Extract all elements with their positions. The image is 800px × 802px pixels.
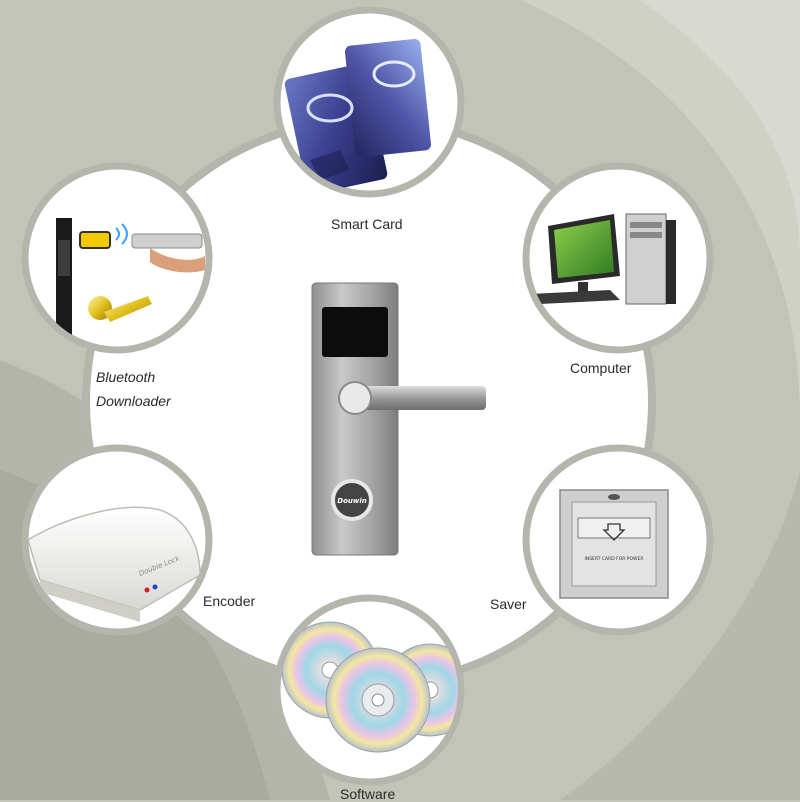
label-bluetooth-line1: Bluetooth xyxy=(96,369,156,385)
saver-icon: INSERT CARD FOR POWER xyxy=(559,489,669,599)
satellite-encoder: Double Lock xyxy=(21,444,213,636)
label-saver: Saver xyxy=(490,596,527,612)
bluetooth-downloader-icon xyxy=(56,218,205,347)
satellite-saver: INSERT CARD FOR POWER xyxy=(522,444,714,636)
satellite-software xyxy=(273,594,465,786)
lock-keyhole-cover xyxy=(331,479,373,521)
label-encoder: Encoder xyxy=(203,593,256,609)
encoder-icon: Double Lock xyxy=(28,506,201,622)
lock-card-reader xyxy=(322,307,388,357)
label-smart-card: Smart Card xyxy=(331,216,403,232)
computer-icon xyxy=(530,213,676,305)
lock-brand: Douwin xyxy=(337,497,366,505)
door-lock: Douwin xyxy=(311,282,486,556)
software-disc-icon xyxy=(281,621,458,753)
satellite-bluetooth-downloader xyxy=(21,162,213,354)
label-software: Software xyxy=(340,786,396,802)
satellite-smart-card xyxy=(273,6,465,198)
smart-card-icon xyxy=(284,38,432,191)
saver-text: INSERT CARD FOR POWER xyxy=(585,556,644,562)
label-bluetooth-line2: Downloader xyxy=(96,393,171,409)
satellite-computer xyxy=(522,162,714,354)
lock-handle-rose xyxy=(338,381,372,415)
label-computer: Computer xyxy=(570,360,632,376)
lock-handle xyxy=(350,386,486,410)
